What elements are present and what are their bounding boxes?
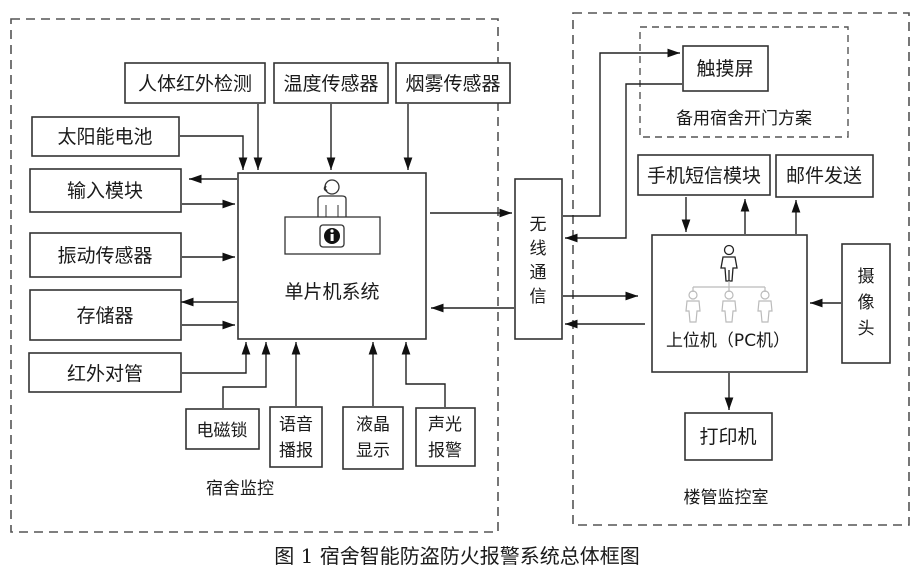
- module-label-line-2: 播报: [279, 441, 313, 461]
- module-label: 手机短信模块: [647, 165, 761, 187]
- module-label: 温度传感器: [283, 73, 378, 95]
- mcu-system: 单片机系统: [237, 172, 427, 340]
- module-camera: 摄 像 头: [841, 243, 891, 364]
- module-voice-broadcast: 语音 播报: [269, 406, 323, 468]
- module-lcd-display: 液晶 显示: [342, 406, 404, 470]
- control-room-region: [572, 12, 910, 526]
- figure-caption: 图 1 宿舍智能防盗防火报警系统总体框图: [274, 544, 639, 568]
- module-electromagnetic-lock: 电磁锁: [185, 408, 260, 450]
- wireless-label-char: 通: [530, 263, 547, 283]
- module-sms: 手机短信模块: [637, 154, 771, 196]
- module-input: 输入模块: [29, 168, 182, 213]
- dorm-region-label: 宿舍监控: [206, 479, 274, 499]
- module-label: 烟雾传感器: [405, 73, 500, 95]
- arrow-touchscreen-to-wireless: [565, 83, 682, 243]
- mcu-label: 单片机系统: [284, 281, 379, 303]
- module-label-line-1: 声光: [428, 415, 462, 435]
- dorm-monitoring-region: [10, 18, 499, 533]
- module-label: 触摸屏: [696, 58, 753, 80]
- network-hierarchy-icon: [685, 244, 773, 323]
- wireless-label-char: 线: [530, 239, 547, 259]
- module-sound-light-alarm: 声光 报警: [415, 407, 476, 467]
- arrow-wireless-to-touchscreen: [563, 48, 680, 217]
- pc-label: 上位机（PC机）: [666, 331, 790, 351]
- module-solar-battery: 太阳能电池: [31, 116, 180, 157]
- module-human-infrared: 人体红外检测: [124, 62, 266, 104]
- wireless-label-char: 信: [530, 287, 547, 307]
- module-label-line-2: 报警: [428, 441, 462, 461]
- control-room-region-label: 楼管监控室: [684, 488, 769, 508]
- camera-label-char: 摄: [858, 267, 875, 287]
- arrow-solar-to-mcu: [180, 135, 248, 170]
- arrow-infrared-pair-to-mcu: [182, 342, 251, 374]
- module-label-line-2: 显示: [356, 441, 390, 461]
- operator-info-icon: [284, 179, 381, 255]
- module-storage: 存储器: [29, 289, 182, 341]
- module-label: 人体红外检测: [138, 73, 252, 95]
- module-label: 太阳能电池: [57, 126, 152, 148]
- module-label-line-1: 语音: [279, 415, 313, 435]
- module-touchscreen: 触摸屏: [682, 45, 769, 92]
- wireless-communication: 无 线 通 信: [514, 178, 563, 340]
- arrow-lock-to-mcu: [222, 342, 271, 408]
- module-label: 输入模块: [67, 180, 143, 202]
- module-vibration-sensor: 振动传感器: [29, 232, 182, 278]
- module-label: 红外对管: [67, 363, 143, 385]
- arrow-alarm-to-mcu: [401, 342, 446, 407]
- module-label: 电磁锁: [197, 421, 248, 441]
- module-smoke-sensor: 烟雾传感器: [395, 62, 511, 104]
- module-printer: 打印机: [684, 412, 773, 461]
- module-email: 邮件发送: [775, 154, 874, 198]
- backup-door-scheme-region: [639, 26, 849, 138]
- module-label: 振动传感器: [57, 245, 152, 267]
- module-label: 存储器: [76, 305, 133, 327]
- pc-host: 上位机（PC机）: [651, 234, 808, 373]
- module-label-line-1: 液晶: [356, 415, 390, 435]
- module-label: 打印机: [699, 426, 756, 448]
- connectors: [180, 48, 841, 410]
- camera-label-char: 头: [858, 319, 875, 339]
- camera-label-char: 像: [858, 293, 875, 313]
- module-label: 邮件发送: [786, 165, 862, 187]
- module-temperature-sensor: 温度传感器: [273, 62, 389, 104]
- module-infrared-pair: 红外对管: [28, 352, 182, 393]
- backup-region-label: 备用宿舍开门方案: [676, 109, 812, 129]
- wireless-label-char: 无: [530, 215, 547, 235]
